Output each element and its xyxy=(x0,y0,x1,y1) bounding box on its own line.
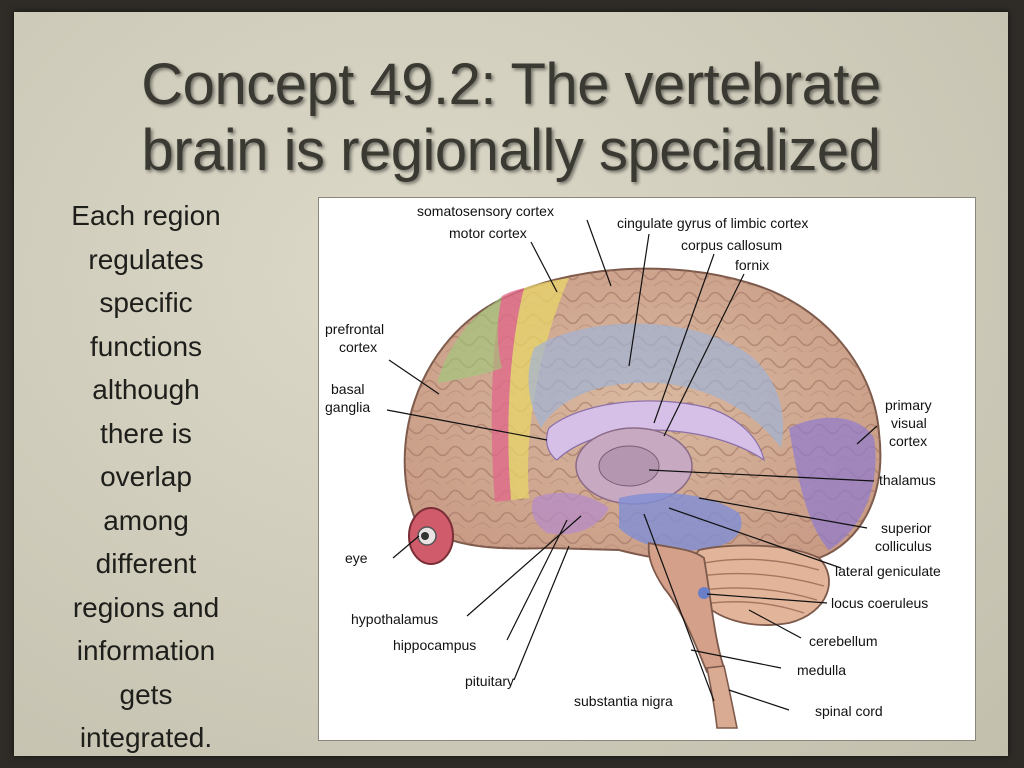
visual-cortex-region xyxy=(789,417,876,550)
label-hypothalamus: hypothalamus xyxy=(351,611,438,627)
label-superior-colliculus-2: colliculus xyxy=(875,538,932,554)
somatosensory-cortex-region xyxy=(491,288,524,502)
label-substantia-nigra: substantia nigra xyxy=(574,693,673,709)
label-primary-visual-cortex-2: visual xyxy=(891,415,927,431)
corpus-callosum-region xyxy=(546,400,765,462)
body-line: functions xyxy=(89,330,203,362)
body-line: Each region xyxy=(71,200,221,231)
slide-title-line-2: brain is regionally specialized xyxy=(141,118,881,183)
label-lateral-geniculate: lateral geniculate xyxy=(835,563,941,579)
motor-cortex-region xyxy=(508,278,569,500)
body-line: information xyxy=(76,635,216,666)
body-line: although xyxy=(92,374,200,405)
label-basal-ganglia-2: ganglia xyxy=(325,399,370,415)
label-superior-colliculus-1: superior xyxy=(881,520,932,536)
label-prefrontal-cortex-2: cortex xyxy=(339,339,377,355)
body-line: specific xyxy=(99,287,193,318)
label-primary-visual-cortex-3: cortex xyxy=(889,433,927,449)
body-line: there is xyxy=(100,417,192,449)
label-hippocampus: hippocampus xyxy=(393,637,476,653)
slide: Concept 49.2: The vertebrate brain is re… xyxy=(14,12,1008,756)
label-medulla: medulla xyxy=(797,662,846,678)
brain-diagram: somatosensory cortex motor cortex cingul… xyxy=(318,197,976,741)
label-spinal-cord: spinal cord xyxy=(815,703,883,719)
label-prefrontal-cortex-1: prefrontal xyxy=(325,321,384,337)
body-line: among xyxy=(103,504,189,536)
label-thalamus: thalamus xyxy=(879,472,936,488)
slide-body-text: Each region regulates specific functions… xyxy=(48,194,244,760)
body-line: regions and xyxy=(72,591,220,623)
body-line: different xyxy=(95,548,197,579)
label-basal-ganglia-1: basal xyxy=(331,381,364,397)
label-locus-coeruleus: locus coeruleus xyxy=(831,595,928,611)
basal-ganglia-region xyxy=(598,445,660,487)
hypothalamus-region xyxy=(531,492,609,535)
body-line: regulates xyxy=(88,243,204,275)
label-motor-cortex: motor cortex xyxy=(449,225,527,241)
label-primary-visual-cortex-1: primary xyxy=(885,397,932,413)
label-somatosensory-cortex: somatosensory cortex xyxy=(417,203,554,219)
label-fornix: fornix xyxy=(735,257,769,273)
label-cerebellum: cerebellum xyxy=(809,633,877,649)
label-cingulate-gyrus: cingulate gyrus of limbic cortex xyxy=(617,215,808,231)
label-eye: eye xyxy=(345,550,368,566)
slide-title: Concept 49.2: The vertebrate brain is re… xyxy=(34,52,988,184)
body-line: gets xyxy=(119,678,173,710)
eye-illustration xyxy=(408,507,454,565)
midbrain-region xyxy=(619,493,742,551)
prefrontal-region xyxy=(437,296,502,383)
diagram-labels: somatosensory cortex motor cortex cingul… xyxy=(325,203,941,719)
body-line: overlap xyxy=(100,461,192,492)
label-corpus-callosum: corpus callosum xyxy=(681,237,782,253)
leader-lines xyxy=(386,219,878,711)
locus-coeruleus-dot xyxy=(698,587,710,599)
label-pituitary: pituitary xyxy=(465,673,514,689)
cingulate-region xyxy=(528,323,784,448)
slide-title-line-1: Concept 49.2: The vertebrate xyxy=(141,52,881,117)
body-line: integrated. xyxy=(79,722,213,753)
brain-illustration: somatosensory cortex motor cortex cingul… xyxy=(325,203,941,729)
